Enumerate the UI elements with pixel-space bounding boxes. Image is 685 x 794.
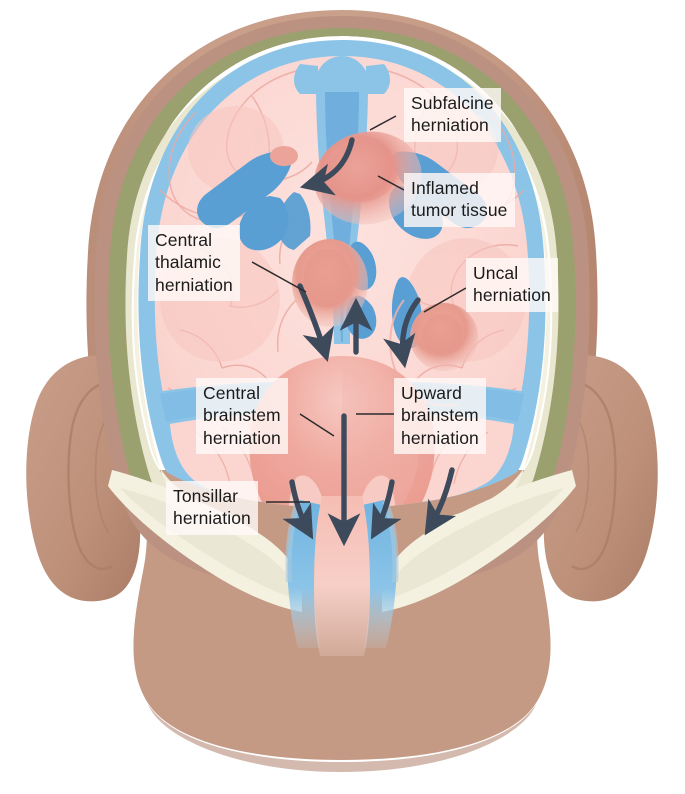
label-line-1: Subfalcine xyxy=(411,93,494,113)
label-line-1: Upward xyxy=(401,383,462,403)
leader-inflamed-tumor xyxy=(377,175,405,191)
herniation-arrows xyxy=(282,137,457,547)
arrow-central-thalamic xyxy=(297,283,334,363)
label-line-1: Tonsillar xyxy=(173,486,239,506)
skull-base xyxy=(108,470,576,612)
leader-uncal xyxy=(423,287,467,313)
leader-lines xyxy=(251,115,467,503)
arrow-tonsillar-right-outer xyxy=(424,467,457,536)
label-line-2: thalamic xyxy=(155,252,221,273)
leader-central-thalamic xyxy=(251,261,307,293)
label-line-1: Central xyxy=(203,383,261,403)
leader-subfalcine xyxy=(369,115,397,131)
label-line-3: herniation xyxy=(401,427,479,448)
label-line-2: brainstem xyxy=(401,405,479,426)
label-line-1: Inflamed xyxy=(411,178,479,198)
arrow-tonsillar-left xyxy=(282,479,314,540)
label-line-2: herniation xyxy=(473,285,551,306)
label-line-3: herniation xyxy=(155,274,233,295)
label-line-2: herniation xyxy=(411,115,489,136)
arrow-subfalcine xyxy=(299,137,355,196)
label-line-2: herniation xyxy=(173,508,251,529)
label-line-3: herniation xyxy=(203,427,281,448)
leader-central-brainstem xyxy=(299,413,335,437)
arrow-tonsillar-right xyxy=(370,479,402,540)
label-line-1: Uncal xyxy=(473,263,519,283)
label-line-2: tumor tissue xyxy=(411,200,508,221)
arrow-uncal xyxy=(383,297,421,369)
label-line-2: brainstem xyxy=(203,405,281,426)
label-line-1: Central xyxy=(155,230,213,250)
